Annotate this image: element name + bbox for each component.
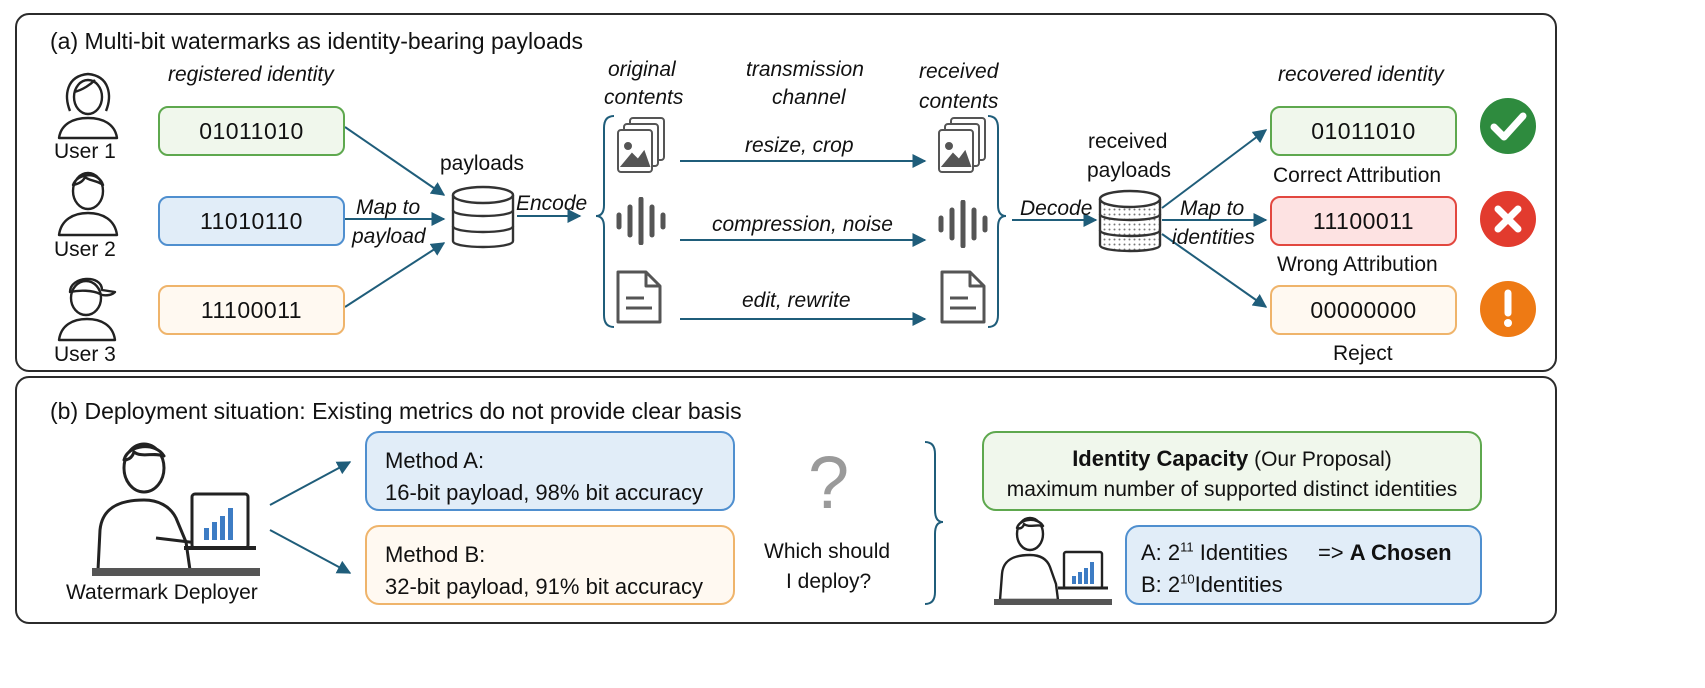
left-brace — [595, 115, 615, 328]
panel-b-title: (b) Deployment situation: Existing metri… — [50, 398, 742, 424]
arrow-to-recovered-3 — [1161, 233, 1268, 308]
recovered-code-box-3: 00000000 — [1270, 285, 1457, 335]
small-deployer-icon — [994, 516, 1112, 605]
cross-icon — [1480, 191, 1536, 247]
result-b-prefix: B: 2 — [1141, 571, 1181, 597]
recovered-identity-label: recovered identity — [1278, 63, 1444, 86]
outcome-label-2: Wrong Attribution — [1277, 253, 1438, 276]
question-mark: ? — [808, 441, 850, 524]
recovered-code-box-2: 11100011 — [1270, 196, 1457, 246]
arrow-to-method-b — [269, 529, 352, 574]
map-to-identities-label-2: identities — [1172, 226, 1255, 249]
database-icon — [451, 185, 515, 249]
outcome-label-1: Correct Attribution — [1273, 164, 1442, 187]
payloads-label: payloads — [440, 152, 525, 175]
deployer-label: Watermark Deployer — [66, 581, 258, 604]
check-icon — [1480, 98, 1536, 154]
capacity-result-box: A: 211 Identities => A Chosen B: 210Iden… — [1125, 525, 1482, 605]
user-2-icon — [57, 171, 119, 237]
method-b-desc: 32-bit payload, 91% bit accuracy — [385, 573, 703, 599]
decode-label: Decode — [1020, 197, 1093, 220]
user-3-code-box: 11100011 — [158, 285, 345, 335]
result-a-chosen: A Chosen — [1349, 540, 1452, 565]
received-image-files-icon — [938, 117, 986, 173]
result-a-prefix: A: 2 — [1141, 540, 1181, 565]
right-brace — [987, 115, 1007, 328]
document-icon — [616, 270, 662, 324]
outcome-label-3: Reject — [1333, 342, 1393, 365]
user-1-label: User 1 — [54, 140, 116, 163]
method-b-box: Method B: 32-bit payload, 91% bit accura… — [365, 525, 735, 605]
original-label: original — [608, 58, 676, 81]
received-label: received — [919, 60, 999, 83]
user-3-label: User 3 — [54, 343, 116, 366]
panel-a-title: (a) Multi-bit watermarks as identity-bea… — [50, 28, 584, 54]
method-a-title: Method A: — [385, 448, 485, 473]
received-document-icon — [940, 270, 986, 324]
audio-wave-icon — [616, 197, 666, 245]
encode-label: Encode — [516, 192, 588, 215]
user-1-code-box: 01011010 — [158, 106, 345, 156]
identity-capacity-box: Identity Capacity (Our Proposal) maximum… — [982, 431, 1482, 511]
received-payloads-label-2: payloads — [1087, 159, 1172, 182]
attack-label-2: compression, noise — [712, 213, 893, 236]
user-2-code-box: 11010110 — [158, 196, 345, 246]
arrow-to-recovered-1 — [1161, 129, 1268, 209]
method-b-title: Method B: — [385, 542, 486, 567]
method-a-box: Method A: 16-bit payload, 98% bit accura… — [365, 431, 735, 511]
arrow-user1-to-payloads — [344, 126, 446, 196]
transmission-label: transmission — [746, 58, 864, 81]
received-contents-label: contents — [919, 90, 999, 113]
registered-identity-label: registered identity — [168, 63, 334, 86]
identity-capacity-title: Identity Capacity — [1072, 446, 1249, 471]
channel-label: channel — [772, 86, 846, 109]
attack-label-3: edit, rewrite — [742, 289, 851, 312]
original-contents-label: contents — [604, 86, 684, 109]
user-3-icon — [57, 277, 117, 342]
question-line-1: Which should — [764, 540, 891, 563]
map-to-identities-label-1: Map to — [1180, 197, 1245, 220]
received-database-icon — [1098, 189, 1162, 253]
arrow-to-method-a — [269, 461, 352, 506]
received-payloads-label-1: received — [1088, 130, 1168, 153]
identity-capacity-note: (Our Proposal) — [1254, 448, 1392, 471]
capacity-result-b: B: 210Identities — [1141, 569, 1466, 601]
exclamation-icon — [1480, 281, 1536, 337]
method-a-desc: 16-bit payload, 98% bit accuracy — [385, 479, 703, 505]
arrow-user3-to-payloads — [344, 242, 446, 308]
map-to-payload-label-2: payload — [352, 225, 426, 248]
user-1-icon — [57, 72, 119, 140]
capacity-result-a: A: 211 Identities => A Chosen — [1141, 537, 1466, 569]
result-a-arrow: => — [1317, 540, 1344, 565]
result-b-exponent: 10 — [1180, 571, 1195, 587]
recovered-code-box-1: 01011010 — [1270, 106, 1457, 156]
attack-label-1: resize, crop — [745, 134, 854, 157]
question-line-2: I deploy? — [786, 570, 872, 593]
user-2-label: User 2 — [54, 238, 116, 261]
result-a-identities: Identities — [1193, 540, 1288, 565]
result-b-identities: Identities — [1194, 571, 1283, 597]
right-brace-b — [924, 441, 944, 605]
received-audio-wave-icon — [938, 200, 988, 248]
deployer-laptop-icon — [92, 442, 260, 576]
map-to-payload-label-1: Map to — [356, 196, 421, 219]
identity-capacity-desc: maximum number of supported distinct ide… — [1006, 478, 1458, 502]
result-a-exponent: 11 — [1180, 539, 1194, 555]
image-files-icon — [617, 117, 665, 173]
